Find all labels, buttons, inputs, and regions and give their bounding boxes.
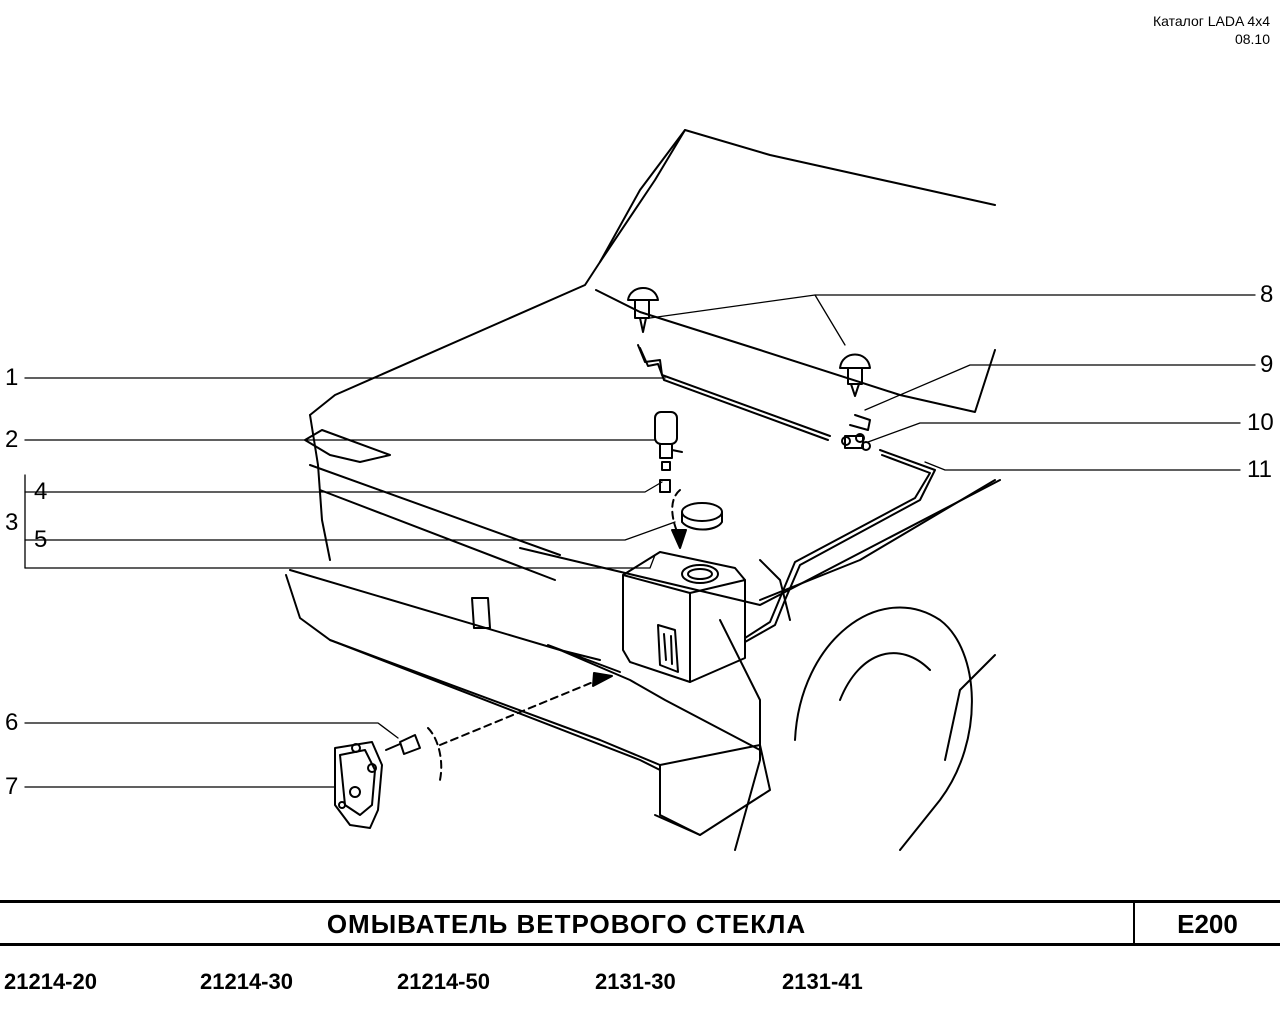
washer-reservoir bbox=[622, 551, 746, 683]
callout-10: 10 bbox=[1247, 409, 1274, 436]
callout-7: 7 bbox=[5, 773, 19, 800]
callout-6: 6 bbox=[5, 709, 19, 736]
washer-pump bbox=[654, 411, 683, 471]
washer-hoses bbox=[637, 344, 936, 643]
reservoir-cap bbox=[681, 502, 723, 531]
callout-9: 9 bbox=[1260, 351, 1274, 378]
footer-separator bbox=[1133, 902, 1135, 944]
mounting-screw bbox=[385, 734, 421, 755]
callout-4: 4 bbox=[34, 478, 48, 505]
leader-lines bbox=[24, 294, 1256, 788]
catalog-header: Каталог LADA 4x4 08.10 bbox=[1153, 12, 1270, 48]
model-code: 2131-30 bbox=[595, 969, 676, 994]
footer-rule-top bbox=[0, 900, 1280, 903]
pump-grommet bbox=[659, 479, 671, 493]
callout-1: 1 bbox=[5, 364, 19, 391]
arrow-head-cap bbox=[671, 529, 687, 549]
footer-rule-bottom bbox=[0, 943, 1280, 946]
callout-8: 8 bbox=[1260, 281, 1274, 308]
model-code: 21214-20 bbox=[4, 969, 97, 994]
catalog-date: 08.10 bbox=[1234, 31, 1270, 47]
catalog-title: Каталог LADA 4x4 bbox=[1152, 13, 1270, 29]
model-code: 21214-50 bbox=[397, 969, 490, 994]
washer-jets bbox=[627, 287, 871, 397]
reservoir-bracket bbox=[334, 741, 383, 829]
callout-5: 5 bbox=[34, 526, 48, 553]
model-code: 2131-41 bbox=[782, 969, 863, 994]
arrow-head-bracket bbox=[592, 672, 613, 687]
callout-11: 11 bbox=[1247, 456, 1272, 483]
section-title: ОМЫВАТЕЛЬ ВЕТРОВОГО СТЕКЛА bbox=[326, 909, 807, 939]
tee-connector bbox=[841, 433, 871, 451]
callout-2: 2 bbox=[5, 426, 19, 453]
callout-3: 3 bbox=[5, 509, 19, 536]
section-code: E200 bbox=[1177, 909, 1238, 939]
model-code: 21214-30 bbox=[200, 969, 293, 994]
washer-assembly-diagram bbox=[24, 129, 1256, 851]
car-body-outline bbox=[285, 129, 1001, 851]
